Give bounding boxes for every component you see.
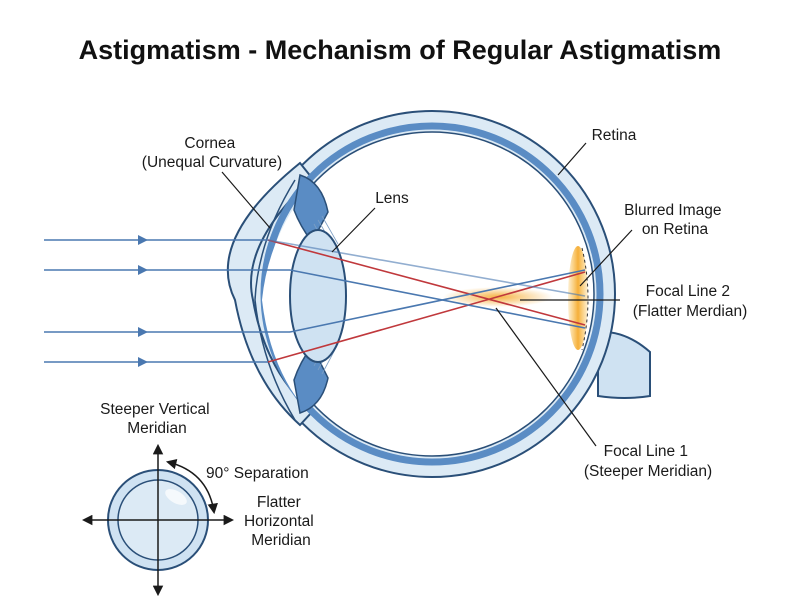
- separation-arc-arrow: [165, 458, 218, 515]
- label-blurred-image: Blurred Image on Retina: [624, 202, 726, 238]
- label-focal-line-2: Focal Line 2 (Flatter Merdian): [633, 283, 748, 320]
- label-cornea: Cornea (Unequal Curvature): [142, 135, 282, 171]
- ray-red-1: [267, 239, 586, 326]
- meridian-inset: Steeper Vertical Meridian 90° Separation…: [81, 401, 318, 597]
- ray-blue-1: [289, 269, 586, 329]
- diagram-title: Astigmatism - Mechanism of Regular Astig…: [79, 35, 722, 65]
- label-steeper-vertical: Steeper Vertical Meridian: [100, 401, 214, 437]
- leader-lines: [221, 142, 633, 447]
- light-rays: [44, 235, 586, 367]
- eyeball: [226, 110, 651, 478]
- label-retina: Retina: [592, 127, 637, 144]
- cornea: [226, 161, 314, 427]
- ray-blue-2: [289, 269, 586, 333]
- label-lens: Lens: [375, 190, 409, 207]
- label-focal-line-1: Focal Line 1 (Steeper Meridian): [584, 443, 712, 480]
- label-flatter-horizontal: Flatter Horizontal Meridian: [244, 494, 318, 549]
- optic-nerve: [597, 330, 651, 399]
- ray-blue-3: [267, 239, 586, 297]
- label-separation: 90° Separation: [206, 465, 309, 482]
